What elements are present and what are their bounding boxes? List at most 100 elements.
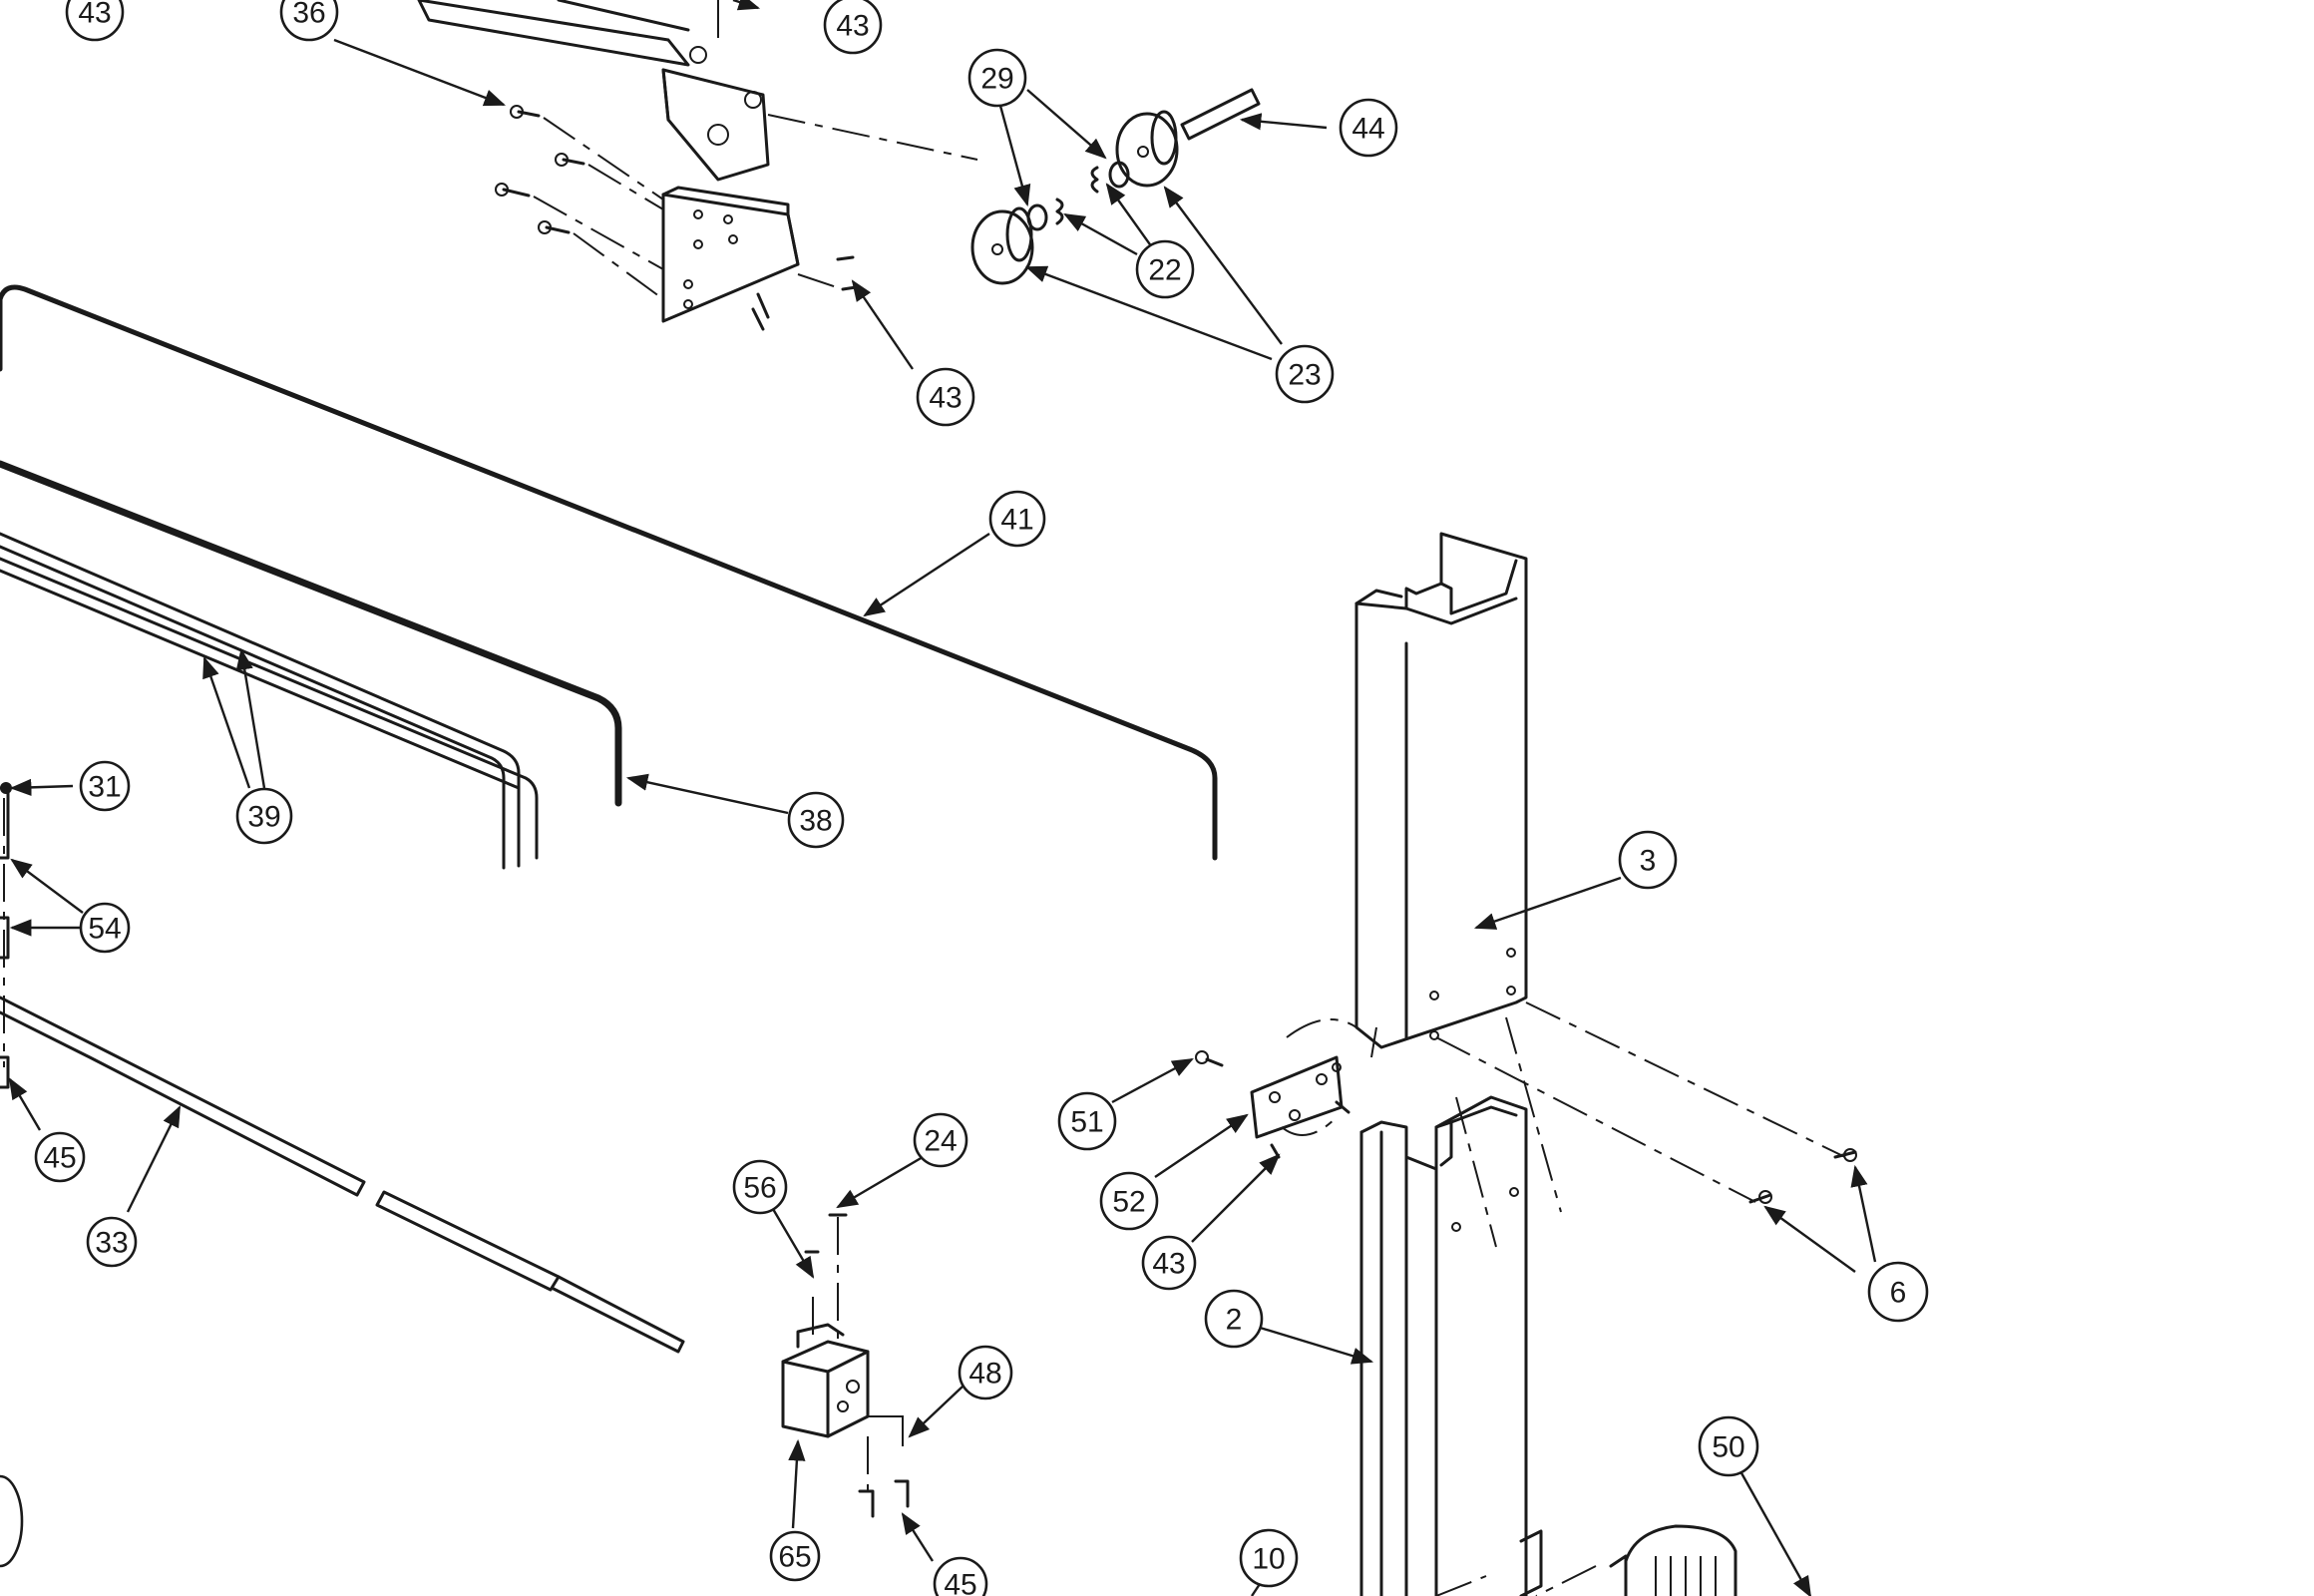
callout-number: 45 xyxy=(944,1569,976,1596)
callout-number: 36 xyxy=(292,0,325,30)
bracket-bolts xyxy=(495,105,858,331)
callout-circle xyxy=(769,1530,821,1582)
callout-65: 65 xyxy=(769,1530,821,1582)
callout-circle xyxy=(1057,1091,1117,1151)
callout-48: 48 xyxy=(958,1345,1013,1400)
callout-circle xyxy=(967,48,1027,108)
callout-45: 45 xyxy=(933,1556,988,1596)
callout-number: 48 xyxy=(968,1358,1001,1391)
callout-number: 43 xyxy=(78,0,111,30)
callout-number: 65 xyxy=(778,1541,811,1574)
limit-switch-65 xyxy=(781,1213,910,1518)
callout-circle xyxy=(1867,1261,1929,1323)
callout-number: 24 xyxy=(924,1125,957,1158)
callout-circle xyxy=(958,1345,1013,1400)
callout-circle xyxy=(1618,830,1678,890)
callout-number: 2 xyxy=(1226,1304,1243,1337)
callout-circle xyxy=(1141,1235,1197,1291)
tube-33 xyxy=(0,996,685,1354)
callout-43: 43 xyxy=(1141,1235,1197,1291)
callout-39: 39 xyxy=(235,787,293,845)
callout-number: 50 xyxy=(1712,1431,1744,1464)
callout-43: 43 xyxy=(916,367,975,427)
callout-36: 36 xyxy=(279,0,339,42)
callout-3: 3 xyxy=(1618,830,1678,890)
callout-circle xyxy=(732,1159,788,1215)
callout-number: 39 xyxy=(247,801,280,834)
callout-44: 44 xyxy=(1339,98,1398,158)
callout-circle xyxy=(1135,239,1195,299)
callout-43: 43 xyxy=(65,0,125,42)
callout-29: 29 xyxy=(967,48,1027,108)
callout-number: 54 xyxy=(88,913,121,946)
callout-6: 6 xyxy=(1867,1261,1929,1323)
callout-number: 41 xyxy=(1000,504,1033,537)
callout-33: 33 xyxy=(86,1216,138,1268)
callout-number: 51 xyxy=(1070,1106,1103,1139)
callout-number: 6 xyxy=(1890,1277,1907,1310)
callout-number: 43 xyxy=(836,10,869,43)
callout-number: 23 xyxy=(1288,359,1321,392)
callout-31: 31 xyxy=(79,760,131,812)
callout-circle xyxy=(235,787,293,845)
splice-plate-52 xyxy=(1250,1018,1357,1139)
overhead-rod-38 xyxy=(0,460,622,807)
callout-10: 10 xyxy=(1239,1528,1299,1588)
partial-callout-edge xyxy=(0,1474,24,1568)
callout-number: 43 xyxy=(1152,1248,1185,1281)
lower-column-2 xyxy=(1359,1095,1528,1596)
callout-number: 3 xyxy=(1640,845,1657,878)
callout-circle xyxy=(79,760,131,812)
mounting-bracket xyxy=(661,186,800,323)
callout-2: 2 xyxy=(1204,1289,1264,1349)
callout-number: 44 xyxy=(1351,113,1384,146)
callout-number: 22 xyxy=(1148,254,1181,287)
callout-50: 50 xyxy=(1698,1415,1759,1477)
callout-circle xyxy=(913,1112,968,1168)
callout-number: 45 xyxy=(43,1142,76,1175)
callout-56: 56 xyxy=(732,1159,788,1215)
callout-45: 45 xyxy=(34,1131,86,1183)
callout-circle xyxy=(988,490,1046,548)
callout-22: 22 xyxy=(1135,239,1195,299)
callout-38: 38 xyxy=(787,791,845,849)
callout-circle xyxy=(1339,98,1398,158)
callout-number: 31 xyxy=(88,771,121,804)
callout-circle xyxy=(787,791,845,849)
left-edge-fittings xyxy=(0,782,12,1089)
callout-23: 23 xyxy=(1275,344,1335,404)
beam-end-assembly xyxy=(417,0,978,182)
callout-circle xyxy=(823,0,883,55)
washers-and-clips xyxy=(1026,161,1130,231)
overhead-cable-41 xyxy=(0,284,1218,861)
callout-circle xyxy=(1275,344,1335,404)
callout-number: 52 xyxy=(1112,1186,1145,1219)
callout-circle xyxy=(1204,1289,1264,1349)
callout-circle xyxy=(1698,1415,1759,1477)
callout-24: 24 xyxy=(913,1112,968,1168)
callout-number: 38 xyxy=(799,805,832,838)
callout-number: 43 xyxy=(929,382,962,415)
callout-circle xyxy=(34,1131,86,1183)
callout-number: 56 xyxy=(743,1172,776,1205)
callout-circle xyxy=(86,1216,138,1268)
sheave-pulley-right xyxy=(1115,110,1179,188)
callout-51: 51 xyxy=(1057,1091,1117,1151)
callout-41: 41 xyxy=(988,490,1046,548)
callout-circle xyxy=(933,1556,988,1596)
callout-circle xyxy=(279,0,339,42)
callout-number: 10 xyxy=(1252,1543,1285,1576)
callout-circle xyxy=(1099,1171,1159,1231)
guide-rods-39 xyxy=(0,532,539,870)
upper-column-3 xyxy=(1354,532,1528,1058)
callout-circle xyxy=(1239,1528,1299,1588)
callout-54: 54 xyxy=(79,902,131,954)
callout-52: 52 xyxy=(1099,1171,1159,1231)
callout-43: 43 xyxy=(823,0,883,55)
pulley-pin xyxy=(1180,88,1261,141)
callout-circle xyxy=(79,902,131,954)
callout-circle xyxy=(65,0,125,42)
leader-lines xyxy=(8,0,1877,1596)
